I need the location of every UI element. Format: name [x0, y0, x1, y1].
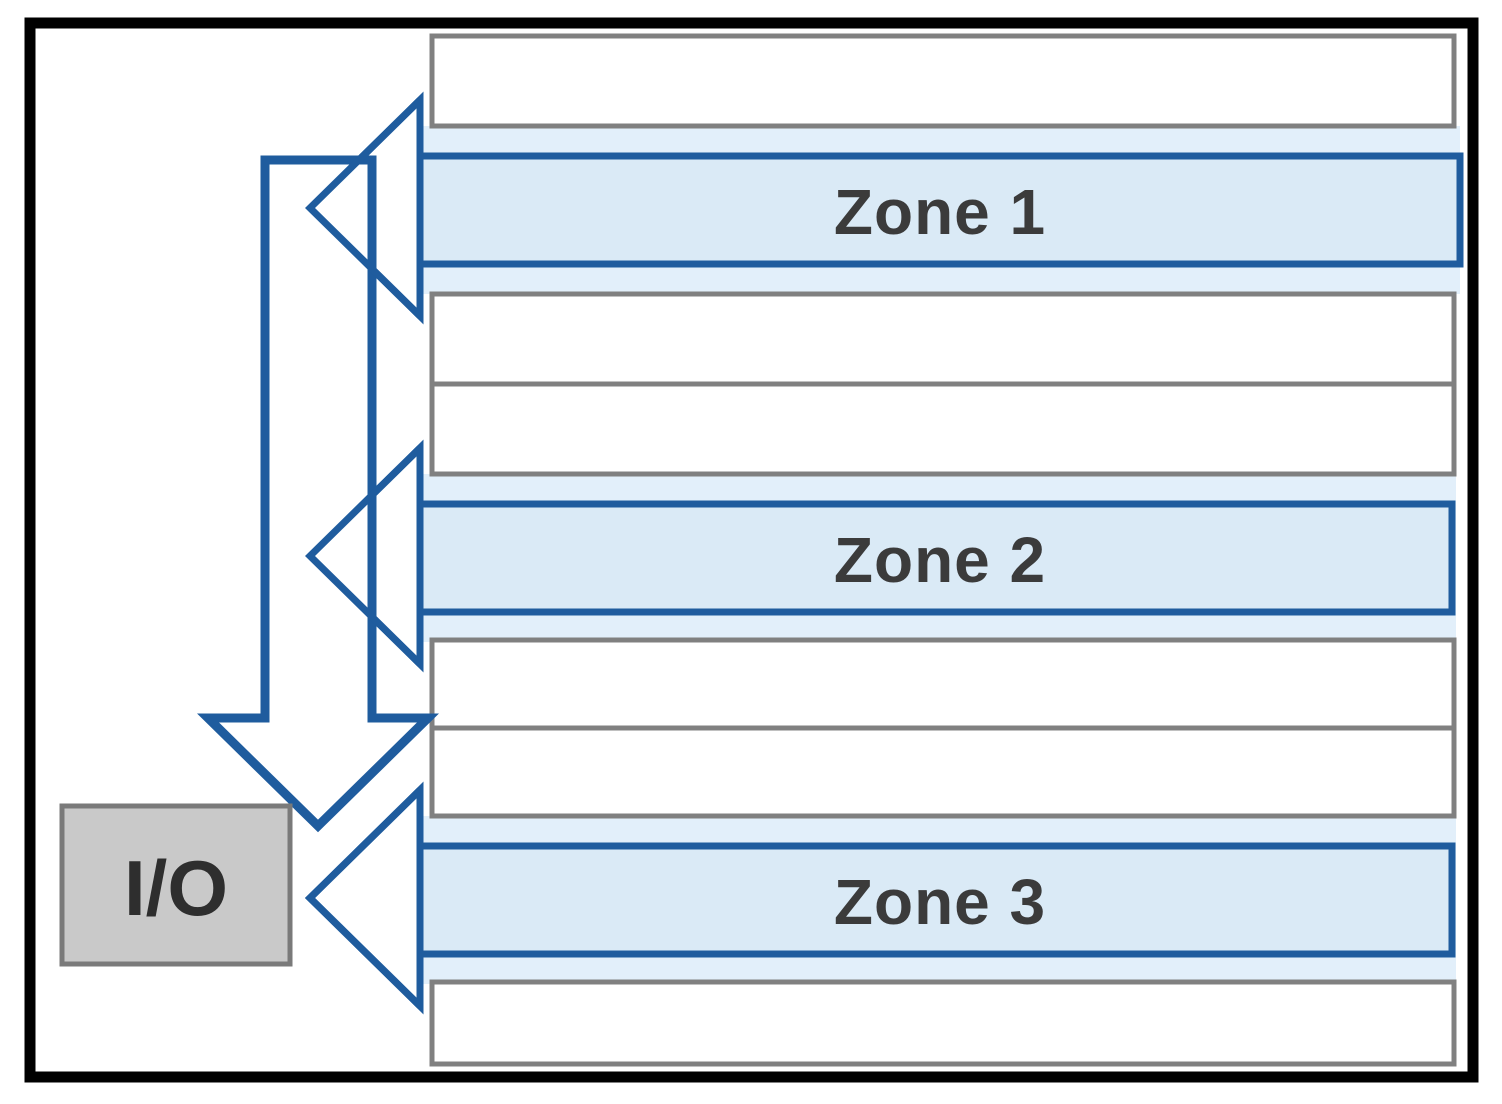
zone-2-head-stroke	[305, 445, 423, 667]
row-3	[429, 381, 1457, 477]
outer-frame	[24, 17, 1479, 1083]
zone-1-head-stroke	[305, 97, 423, 319]
zone-3-box	[416, 842, 1456, 958]
row-4	[429, 637, 1457, 731]
zone-3-label: Zone 3	[834, 866, 1046, 938]
io-block[interactable]	[59, 803, 293, 967]
row-5	[429, 725, 1457, 819]
io-block-label: I/O	[124, 844, 228, 932]
row-1	[429, 33, 1457, 129]
row-2	[429, 291, 1457, 387]
row-6	[429, 979, 1457, 1067]
zone-1-label: Zone 1	[834, 176, 1046, 248]
zone-1-box	[416, 152, 1464, 268]
zone-3-head-stroke	[305, 787, 423, 1009]
zone-2-label: Zone 2	[834, 524, 1046, 596]
io-input-down-arrow	[196, 155, 440, 833]
zone-2-box	[416, 500, 1456, 616]
